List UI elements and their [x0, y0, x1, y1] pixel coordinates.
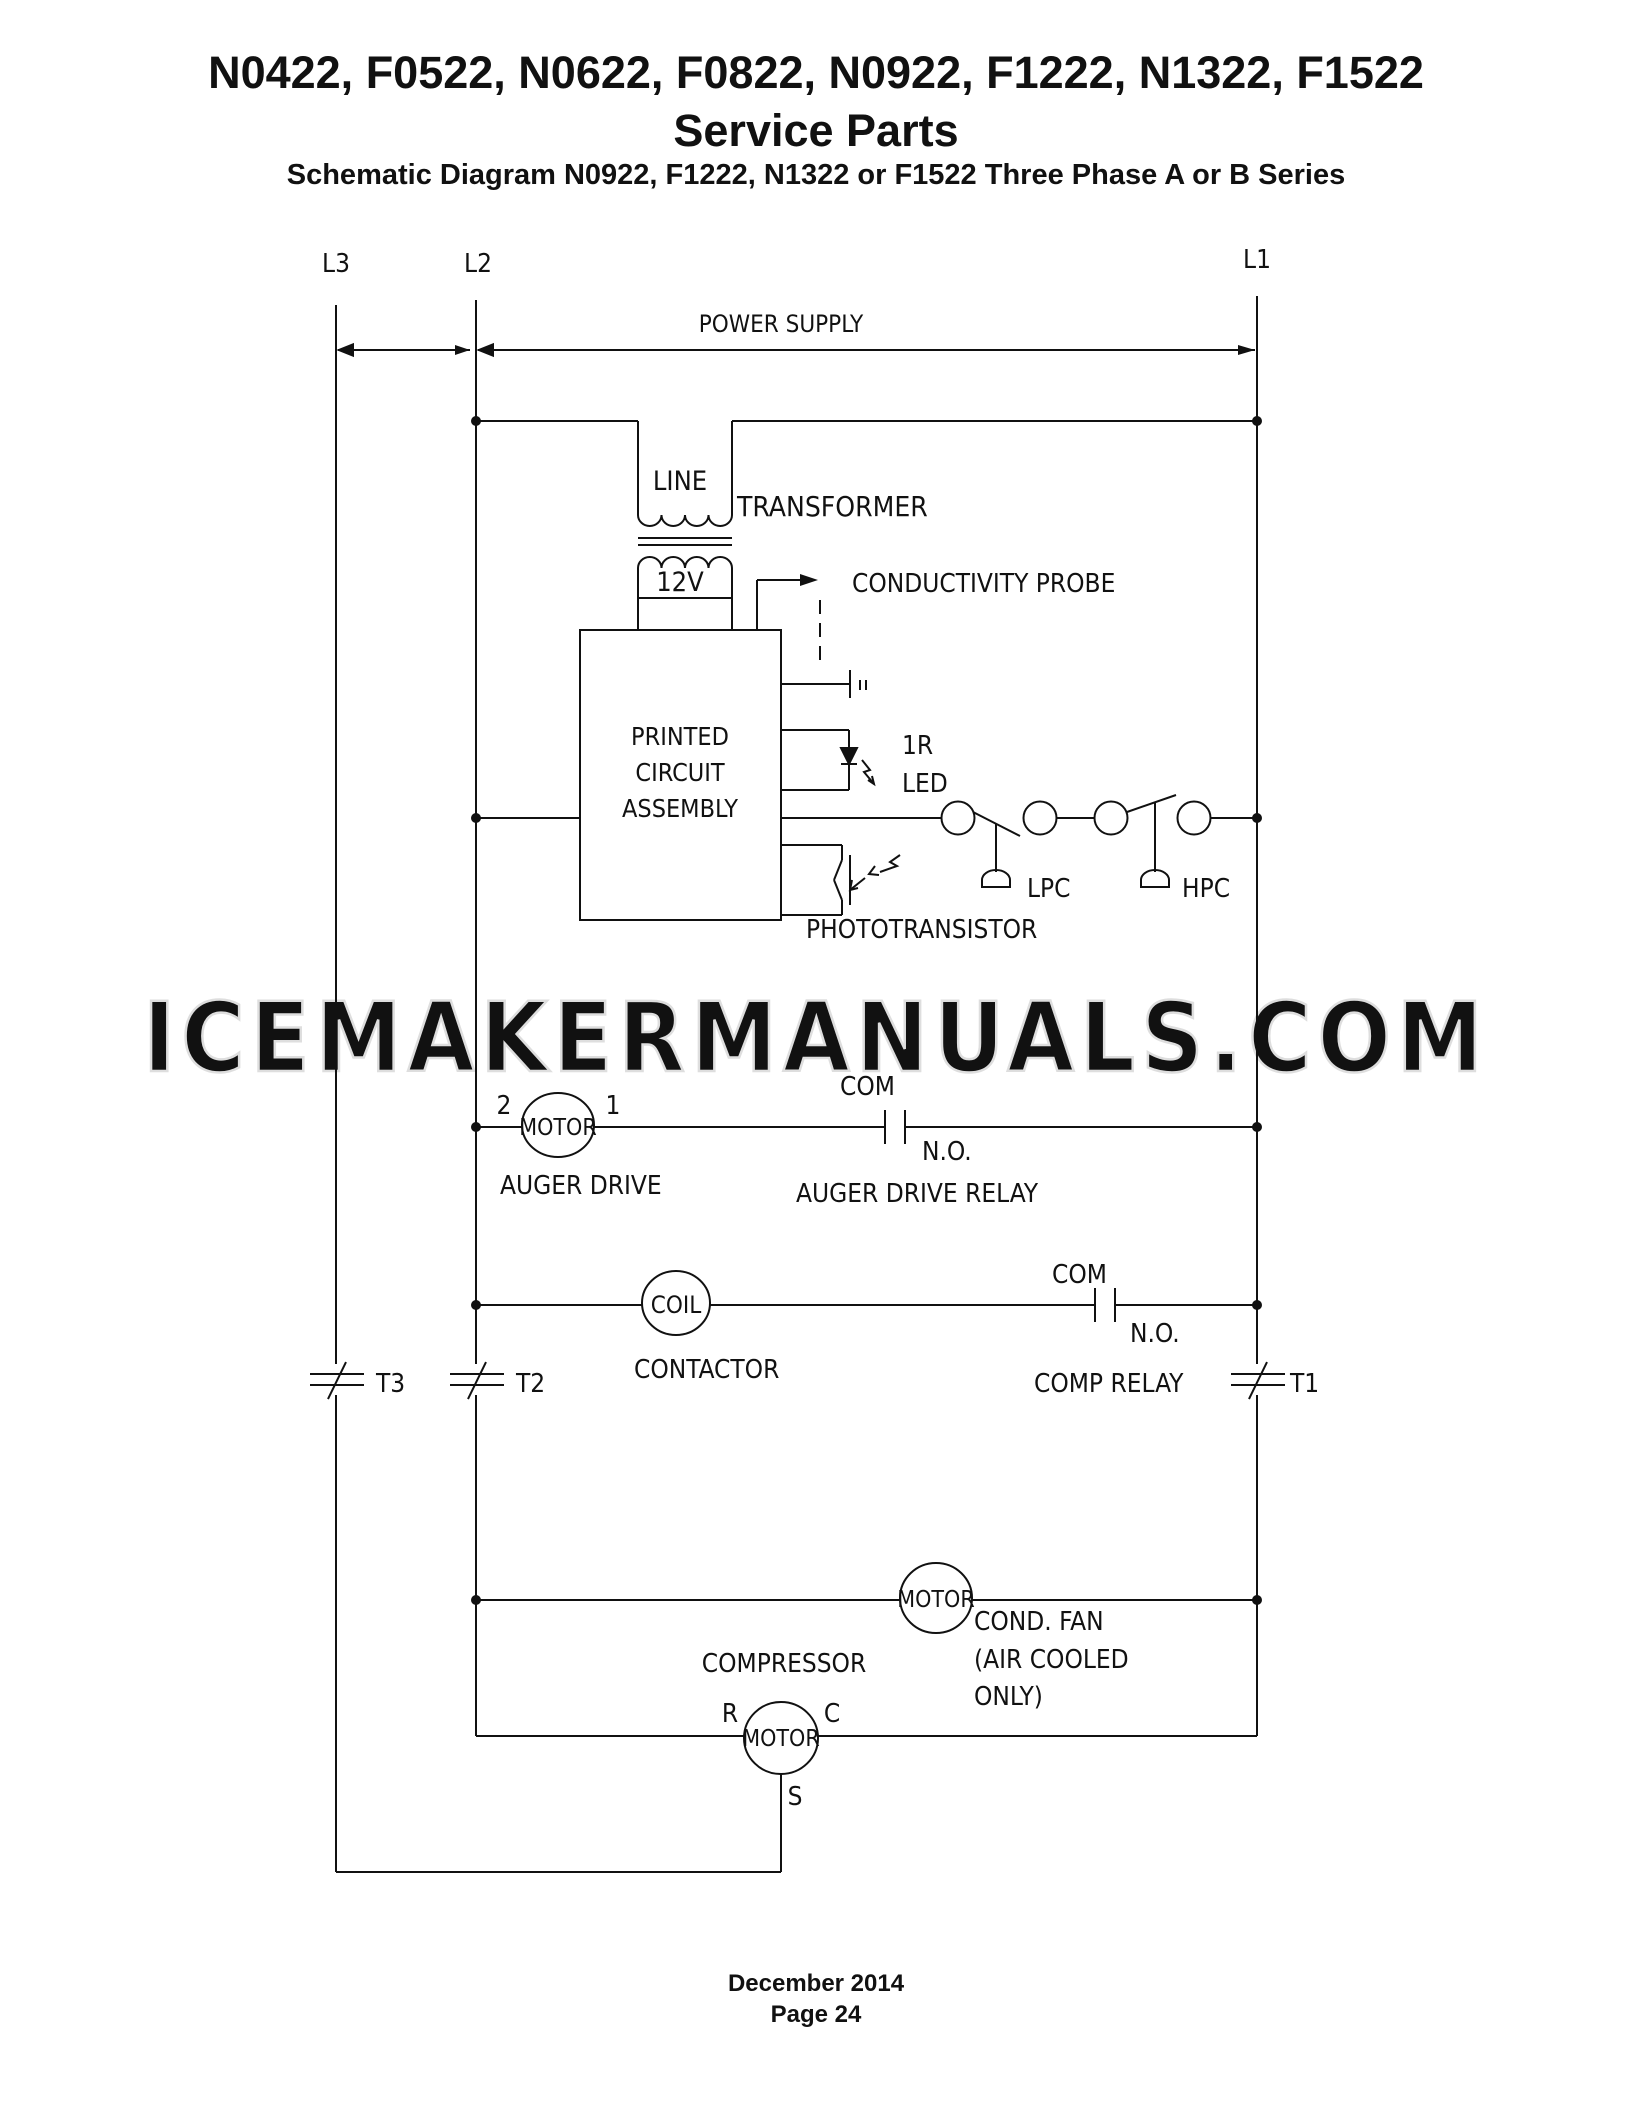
l1-label: L1 [1243, 245, 1271, 275]
transformer-label: TRANSFORMER [736, 490, 928, 523]
pc-assembly-line1: PRINTED [631, 722, 729, 751]
phototransistor-label: PHOTOTRANSISTOR [806, 915, 1037, 945]
auger-drive-label: AUGER DRIVE [500, 1171, 662, 1201]
compressor-label: COMPRESSOR [702, 1649, 866, 1679]
auger-motor-pin2: 2 [497, 1091, 512, 1121]
lpc-label: LPC [1027, 874, 1070, 904]
ir-led-label-line1: 1R [902, 731, 933, 761]
auger-motor-pin1: 1 [606, 1091, 621, 1121]
compressor-motor-symbol: MOTOR [742, 1726, 819, 1752]
conductivity-probe-label: CONDUCTIVITY PROBE [852, 569, 1115, 599]
junction-dots [471, 416, 1262, 1605]
contactor-label: CONTACTOR [634, 1355, 779, 1385]
footer-date: December 2014 [727, 1970, 905, 1997]
cond-fan-label-line1: COND. FAN [974, 1607, 1104, 1637]
transformer-primary-label: LINE [653, 466, 707, 497]
compressor-c-label: C [824, 1699, 840, 1729]
auger-relay-no: N.O. [922, 1137, 972, 1167]
auger-motor-symbol: MOTOR [519, 1115, 596, 1141]
auger-relay-label: AUGER DRIVE RELAY [796, 1179, 1039, 1209]
cond-fan-motor-symbol: MOTOR [897, 1587, 974, 1613]
cond-fan-label-line2: (AIR COOLED [974, 1645, 1129, 1675]
auger-relay-com: COM [840, 1072, 895, 1102]
t1-label: T1 [1289, 1369, 1319, 1399]
models-title: N0422, F0522, N0622, F0822, N0922, F1222… [208, 47, 1424, 98]
t3-label: T3 [375, 1369, 405, 1399]
comp-relay-no: N.O. [1130, 1319, 1180, 1349]
compressor-r-label: R [722, 1699, 738, 1729]
comp-relay-com: COM [1052, 1260, 1107, 1290]
wires [310, 296, 1285, 1873]
l3-label: L3 [322, 249, 350, 279]
diagram-title: Schematic Diagram N0922, F1222, N1322 or… [286, 159, 1346, 191]
t2-label: T2 [515, 1369, 545, 1399]
pc-assembly-line3: ASSEMBLY [622, 794, 738, 823]
section-title: Service Parts [673, 105, 959, 156]
compressor-s-label: S [788, 1782, 803, 1812]
probe-arrow [800, 574, 818, 586]
power-supply-arrows [336, 340, 1255, 360]
ir-led-label-line2: LED [902, 769, 948, 799]
watermark: ICEMAKERMANUALS.COM [143, 982, 1489, 1094]
hpc-label: HPC [1182, 874, 1230, 904]
l2-label: L2 [464, 249, 492, 279]
comp-relay-label: COMP RELAY [1034, 1369, 1184, 1399]
transformer-secondary-label: 12V [656, 567, 704, 598]
contactor-symbol: COIL [651, 1291, 701, 1319]
pc-assembly-line2: CIRCUIT [635, 758, 725, 787]
cond-fan-label-line3: ONLY) [974, 1682, 1043, 1712]
power-supply-label: POWER SUPPLY [699, 310, 864, 338]
footer-page-number: Page 24 [770, 2001, 862, 2028]
